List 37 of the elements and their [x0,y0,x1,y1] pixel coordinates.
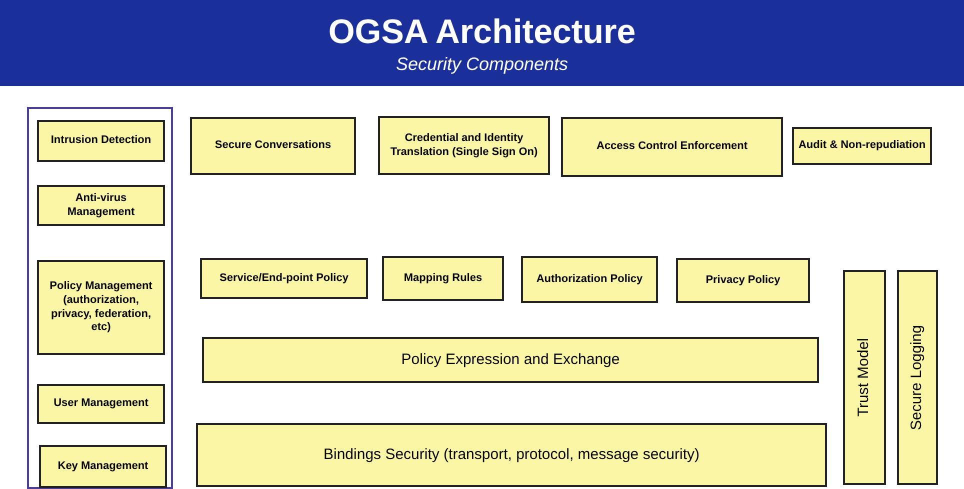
component-box [39,445,167,488]
component-box [676,258,810,303]
component-label: Policy Management (authorization, privacy, federation, etc) [48,280,154,335]
group-panel [27,107,173,489]
component-label: Access Control Enforcement [596,140,748,154]
component-label: Credential and Identity Translation (Single Sign On) [389,132,539,160]
component-label: Trust Model [855,338,874,417]
component-label: Service/End-point Policy [220,272,348,286]
component-box [37,120,165,162]
component-box [37,185,165,226]
component-box [196,423,827,487]
component-box [200,258,368,299]
component-label: Policy Expression and Exchange [401,350,620,370]
component-box [792,127,932,165]
component-label: Secure Logging [908,324,926,430]
component-label: Authorization Policy [536,272,643,286]
component-box [382,256,504,301]
component-label: User Management [54,397,148,411]
component-label: Bindings Security (transport, protocol, message security) [324,446,700,464]
title: OGSA Architecture [328,12,636,52]
component-label: Privacy Policy [706,274,780,288]
component-box [843,270,886,485]
component-box [378,116,550,175]
component-box [37,260,165,355]
component-box [561,117,783,177]
component-box [897,270,938,485]
component-label: Mapping Rules [404,272,482,286]
component-label: Audit & Non-repudiation [798,139,926,153]
component-label: Anti-virus Management [66,192,136,220]
component-box [37,384,165,424]
subtitle: Security Components [396,53,568,76]
component-label: Key Management [58,460,148,474]
component-label: Secure Conversations [214,139,332,153]
component-box [521,256,658,303]
component-box [202,337,819,383]
component-box [190,117,356,175]
component-label: Intrusion Detection [50,134,152,148]
